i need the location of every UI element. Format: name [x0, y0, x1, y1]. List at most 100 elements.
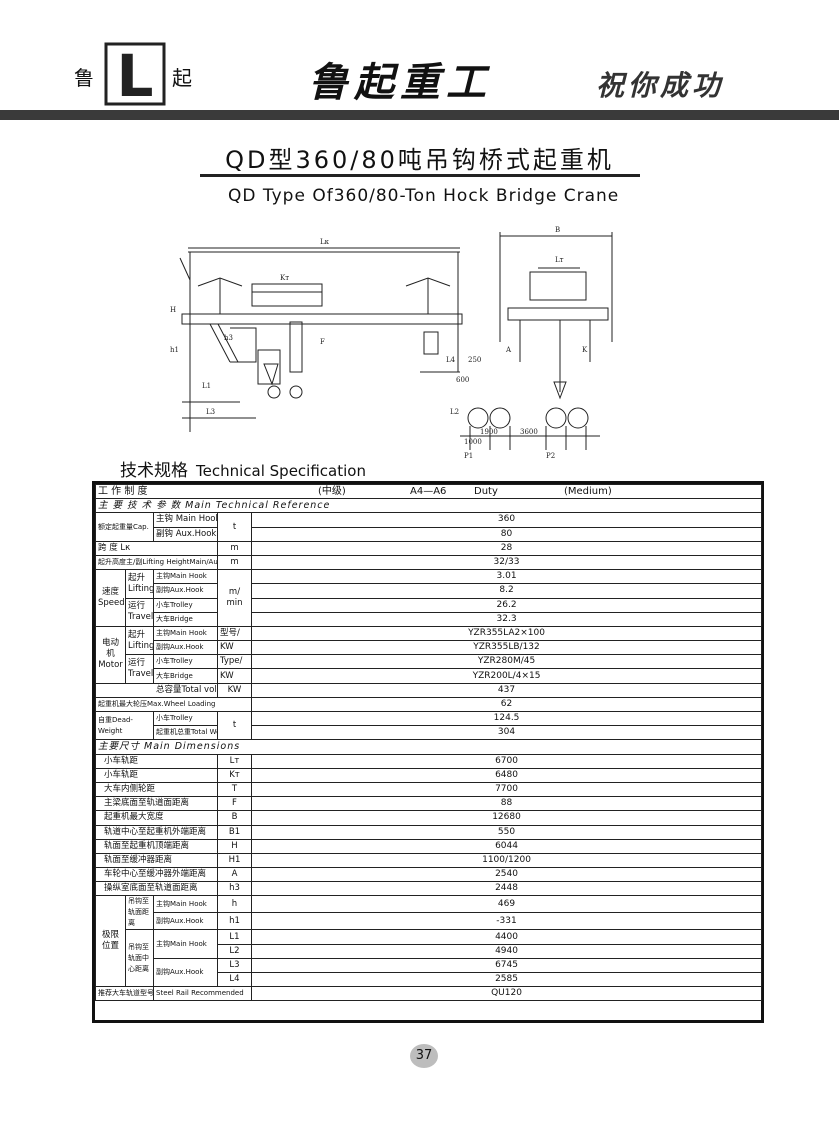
- speed-value-2: 8.2: [250, 583, 763, 599]
- lift-height-value: 32/33: [250, 554, 763, 571]
- main-dimensions-heading: 主要尺寸 Main Dimensions: [94, 739, 763, 755]
- dimension-symbol: H: [217, 838, 252, 854]
- center-value-4: 2585: [250, 971, 763, 988]
- weight-unit: t: [217, 710, 252, 741]
- lift-height-unit: m: [217, 554, 252, 571]
- speed-value-4: 32.3: [250, 611, 763, 627]
- dim-l1: L1: [202, 382, 211, 390]
- max-wheel-label: 起重机最大轮压Max.Wheel Loading: [95, 696, 252, 713]
- dim-h: H: [170, 306, 176, 314]
- rail-label-en: Steel Rail Recommended: [153, 986, 252, 1002]
- center-aux-hook: 副钩Aux.Hook: [153, 957, 218, 988]
- dimension-value: 6480: [250, 767, 763, 783]
- spec-title-cn: 技术规格: [120, 461, 188, 481]
- center-main-hook: 主钩Main Hook: [153, 929, 218, 959]
- rail-label: 推荐大车轨道型号: [95, 986, 154, 1002]
- main-ref-heading: 主 要 技 术 参 数 Main Technical Reference: [94, 498, 763, 514]
- dimension-value: 6044: [250, 838, 763, 854]
- dim-b: B: [555, 226, 560, 234]
- motor-unit-3: Type/: [217, 654, 252, 670]
- motor-unit-2: KW: [217, 640, 252, 656]
- dim-600: 600: [456, 376, 469, 384]
- dead-weight-label: 自重Dead-Weight: [95, 710, 154, 741]
- center-value-1: 4400: [250, 929, 763, 945]
- speed-bridge: 大车Bridge: [153, 611, 218, 627]
- lift-height-label: 起升高度主/副Lifting HeightMain/Aux: [95, 554, 218, 571]
- dim-1900: 1900: [480, 428, 498, 436]
- dim-h1: h1: [170, 346, 179, 354]
- slogan: 祝你成功: [596, 69, 725, 102]
- dim-h3: h3: [224, 334, 233, 342]
- dimension-symbol: T: [217, 781, 252, 798]
- dimension-label: 轨面至起重机顶端距离: [95, 838, 218, 854]
- dim-250: 250: [468, 356, 481, 364]
- dimension-symbol: Kт: [217, 767, 252, 783]
- dimension-value: 12680: [250, 810, 763, 826]
- speed-label: 速度Speed: [95, 569, 126, 627]
- span-unit: m: [217, 540, 252, 556]
- dim-l4: L4: [446, 356, 456, 364]
- motor-lifting-label: 起升Lifting: [125, 625, 154, 656]
- dim-l3: L3: [206, 408, 215, 416]
- dimension-value: 6700: [250, 753, 763, 769]
- cap-main-value: 360: [250, 512, 763, 528]
- dimension-label: 操纵室底面至轨道面距离: [95, 881, 218, 897]
- dimension-label: 主梁底面至轨道面距离: [95, 796, 218, 812]
- weight-total-value: 304: [250, 725, 763, 741]
- duty-medium: (Medium): [564, 486, 612, 498]
- motor-main-hook: 主钩Main Hook: [153, 625, 218, 642]
- hook-to-rail-label: 吊钩至轨面距离: [125, 895, 154, 931]
- dimension-label: 车轮中心至缓冲器外端距离: [95, 867, 218, 883]
- center-value-3: 6745: [250, 957, 763, 974]
- logo-right-char: 起: [172, 66, 192, 90]
- spec-title: 技术规格 Technical Specification: [120, 456, 366, 481]
- limit-value-1: 469: [250, 895, 763, 914]
- logo-mark: L: [104, 42, 166, 106]
- spec-title-en: Technical Specification: [196, 462, 366, 480]
- speed-trolley: 小车Trolley: [153, 597, 218, 613]
- dim-a: A: [505, 346, 512, 354]
- dim-lt: Lт: [555, 256, 564, 264]
- motor-label: 电动机 Motor: [95, 625, 126, 684]
- title-en: QD Type Of360/80-Ton Hock Bridge Crane: [228, 186, 620, 206]
- motor-trolley: 小车Trolley: [153, 654, 218, 670]
- speed-main-hook: 主钩Main Hook: [153, 569, 218, 585]
- span-value: 28: [250, 540, 763, 556]
- speed-value-1: 3.01: [250, 569, 763, 585]
- motor-value-4: YZR200L/4×15: [250, 668, 763, 684]
- dimension-label: 起重机最大宽度: [95, 810, 218, 826]
- sym-l4: L4: [217, 971, 252, 988]
- title-cn: QD型360/80吨吊钩桥式起重机: [225, 146, 614, 174]
- cap-aux-hook-label: 副钩 Aux.Hook: [153, 526, 218, 542]
- duty-mid: (中级): [318, 486, 346, 498]
- dimension-label: 轨面至缓冲器距离: [95, 852, 218, 869]
- sym-l2: L2: [217, 943, 252, 959]
- motor-bridge: 大车Bridge: [153, 668, 218, 684]
- dimension-symbol: B: [217, 810, 252, 826]
- weight-trolley-value: 124.5: [250, 710, 763, 727]
- total-volume-unit: KW: [217, 682, 252, 698]
- motor-aux-hook: 副钩Aux.Hook: [153, 640, 218, 656]
- speed-aux-hook: 副钩Aux.Hook: [153, 583, 218, 599]
- cap-aux-value: 80: [250, 526, 763, 542]
- weight-total-label: 起重机总重Total Weight: [153, 725, 218, 741]
- rated-cap-label: 额定起重量Cap.: [95, 512, 154, 542]
- dim-3600: 3600: [520, 428, 538, 436]
- dimension-symbol: F: [217, 796, 252, 812]
- title-rule: [200, 174, 640, 177]
- limit-main-hook: 主钩Main Hook: [153, 895, 218, 914]
- dim-p1: P1: [464, 452, 473, 460]
- motor-unit-4: KW: [217, 668, 252, 684]
- logo-left-char: 鲁: [74, 66, 94, 90]
- sym-h: h: [217, 895, 252, 914]
- dimension-symbol: B1: [217, 824, 252, 840]
- dim-f: F: [320, 338, 325, 346]
